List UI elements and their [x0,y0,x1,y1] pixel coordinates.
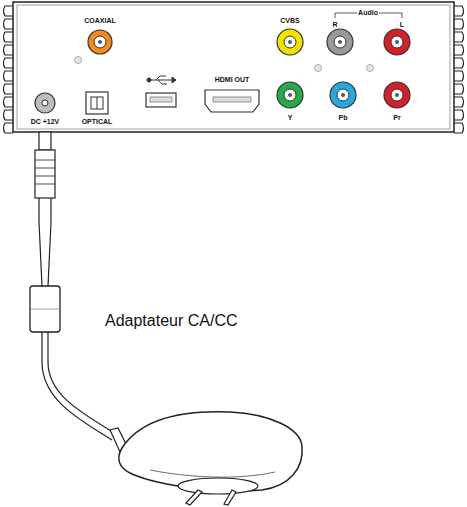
rear-panel [13,2,454,132]
optical-shutter [97,97,98,109]
plug-prong [186,490,202,505]
rca-pins [288,40,399,97]
fin [4,123,14,133]
fin [454,6,464,16]
usb-symbol [147,76,176,84]
usb-tongue [150,97,172,102]
fin [4,58,14,68]
fin [4,45,14,55]
fin [4,6,14,16]
hdmi-tongue [213,97,251,102]
optical-port [86,92,108,114]
optical-port-inner [91,97,103,109]
fin [4,97,14,107]
adapter-edge [150,470,275,477]
port-label: CVBS [279,17,300,24]
port-label: Pb [338,114,349,121]
plug-prong [224,490,236,505]
port-label: L [399,21,405,28]
panel-inner-edge [17,5,450,129]
rca-jacks [277,29,410,108]
coaxial-jack-core [94,36,106,48]
rca-centers [284,36,403,101]
fin [454,32,464,42]
fin [454,123,464,133]
port-label: R [331,21,338,28]
fin [454,84,464,94]
fin [4,110,14,120]
screw-hole [367,65,374,72]
fin [4,84,14,94]
fin [4,71,14,81]
usb-port [146,93,176,107]
dc-jack [35,93,55,113]
fin [4,32,14,42]
caption-label: Adaptateur CA/CC [105,313,238,329]
cable [39,222,51,286]
fin [454,19,464,29]
port-label: HDMI OUT [214,76,251,83]
fin [454,110,464,120]
port-label: OPTICAL [81,118,114,125]
fin [454,71,464,81]
port-label: COAXIAL [83,17,117,24]
plug-grip [35,160,55,184]
fin [454,45,464,55]
ferrite-seam [30,309,60,310]
screw-hole [75,57,82,64]
ferrite-bead [30,286,60,332]
dc-jack-pin [42,100,48,106]
screw-hole [315,65,322,72]
cable-strain-relief [39,198,51,222]
fin [4,19,14,29]
plug-base [178,478,258,494]
port-label: Y [287,114,294,121]
group-label: Audio [357,9,379,16]
port-label: DC +12V [30,118,61,125]
dc-plug-tip [39,132,51,150]
fin [454,58,464,68]
coaxial-jack [88,30,112,54]
port-label: Pr [392,114,401,121]
fin [454,97,464,107]
coaxial-pin [98,40,102,44]
hdmi-port [205,90,259,112]
dc-plug-body [35,150,55,198]
cable [42,332,116,440]
